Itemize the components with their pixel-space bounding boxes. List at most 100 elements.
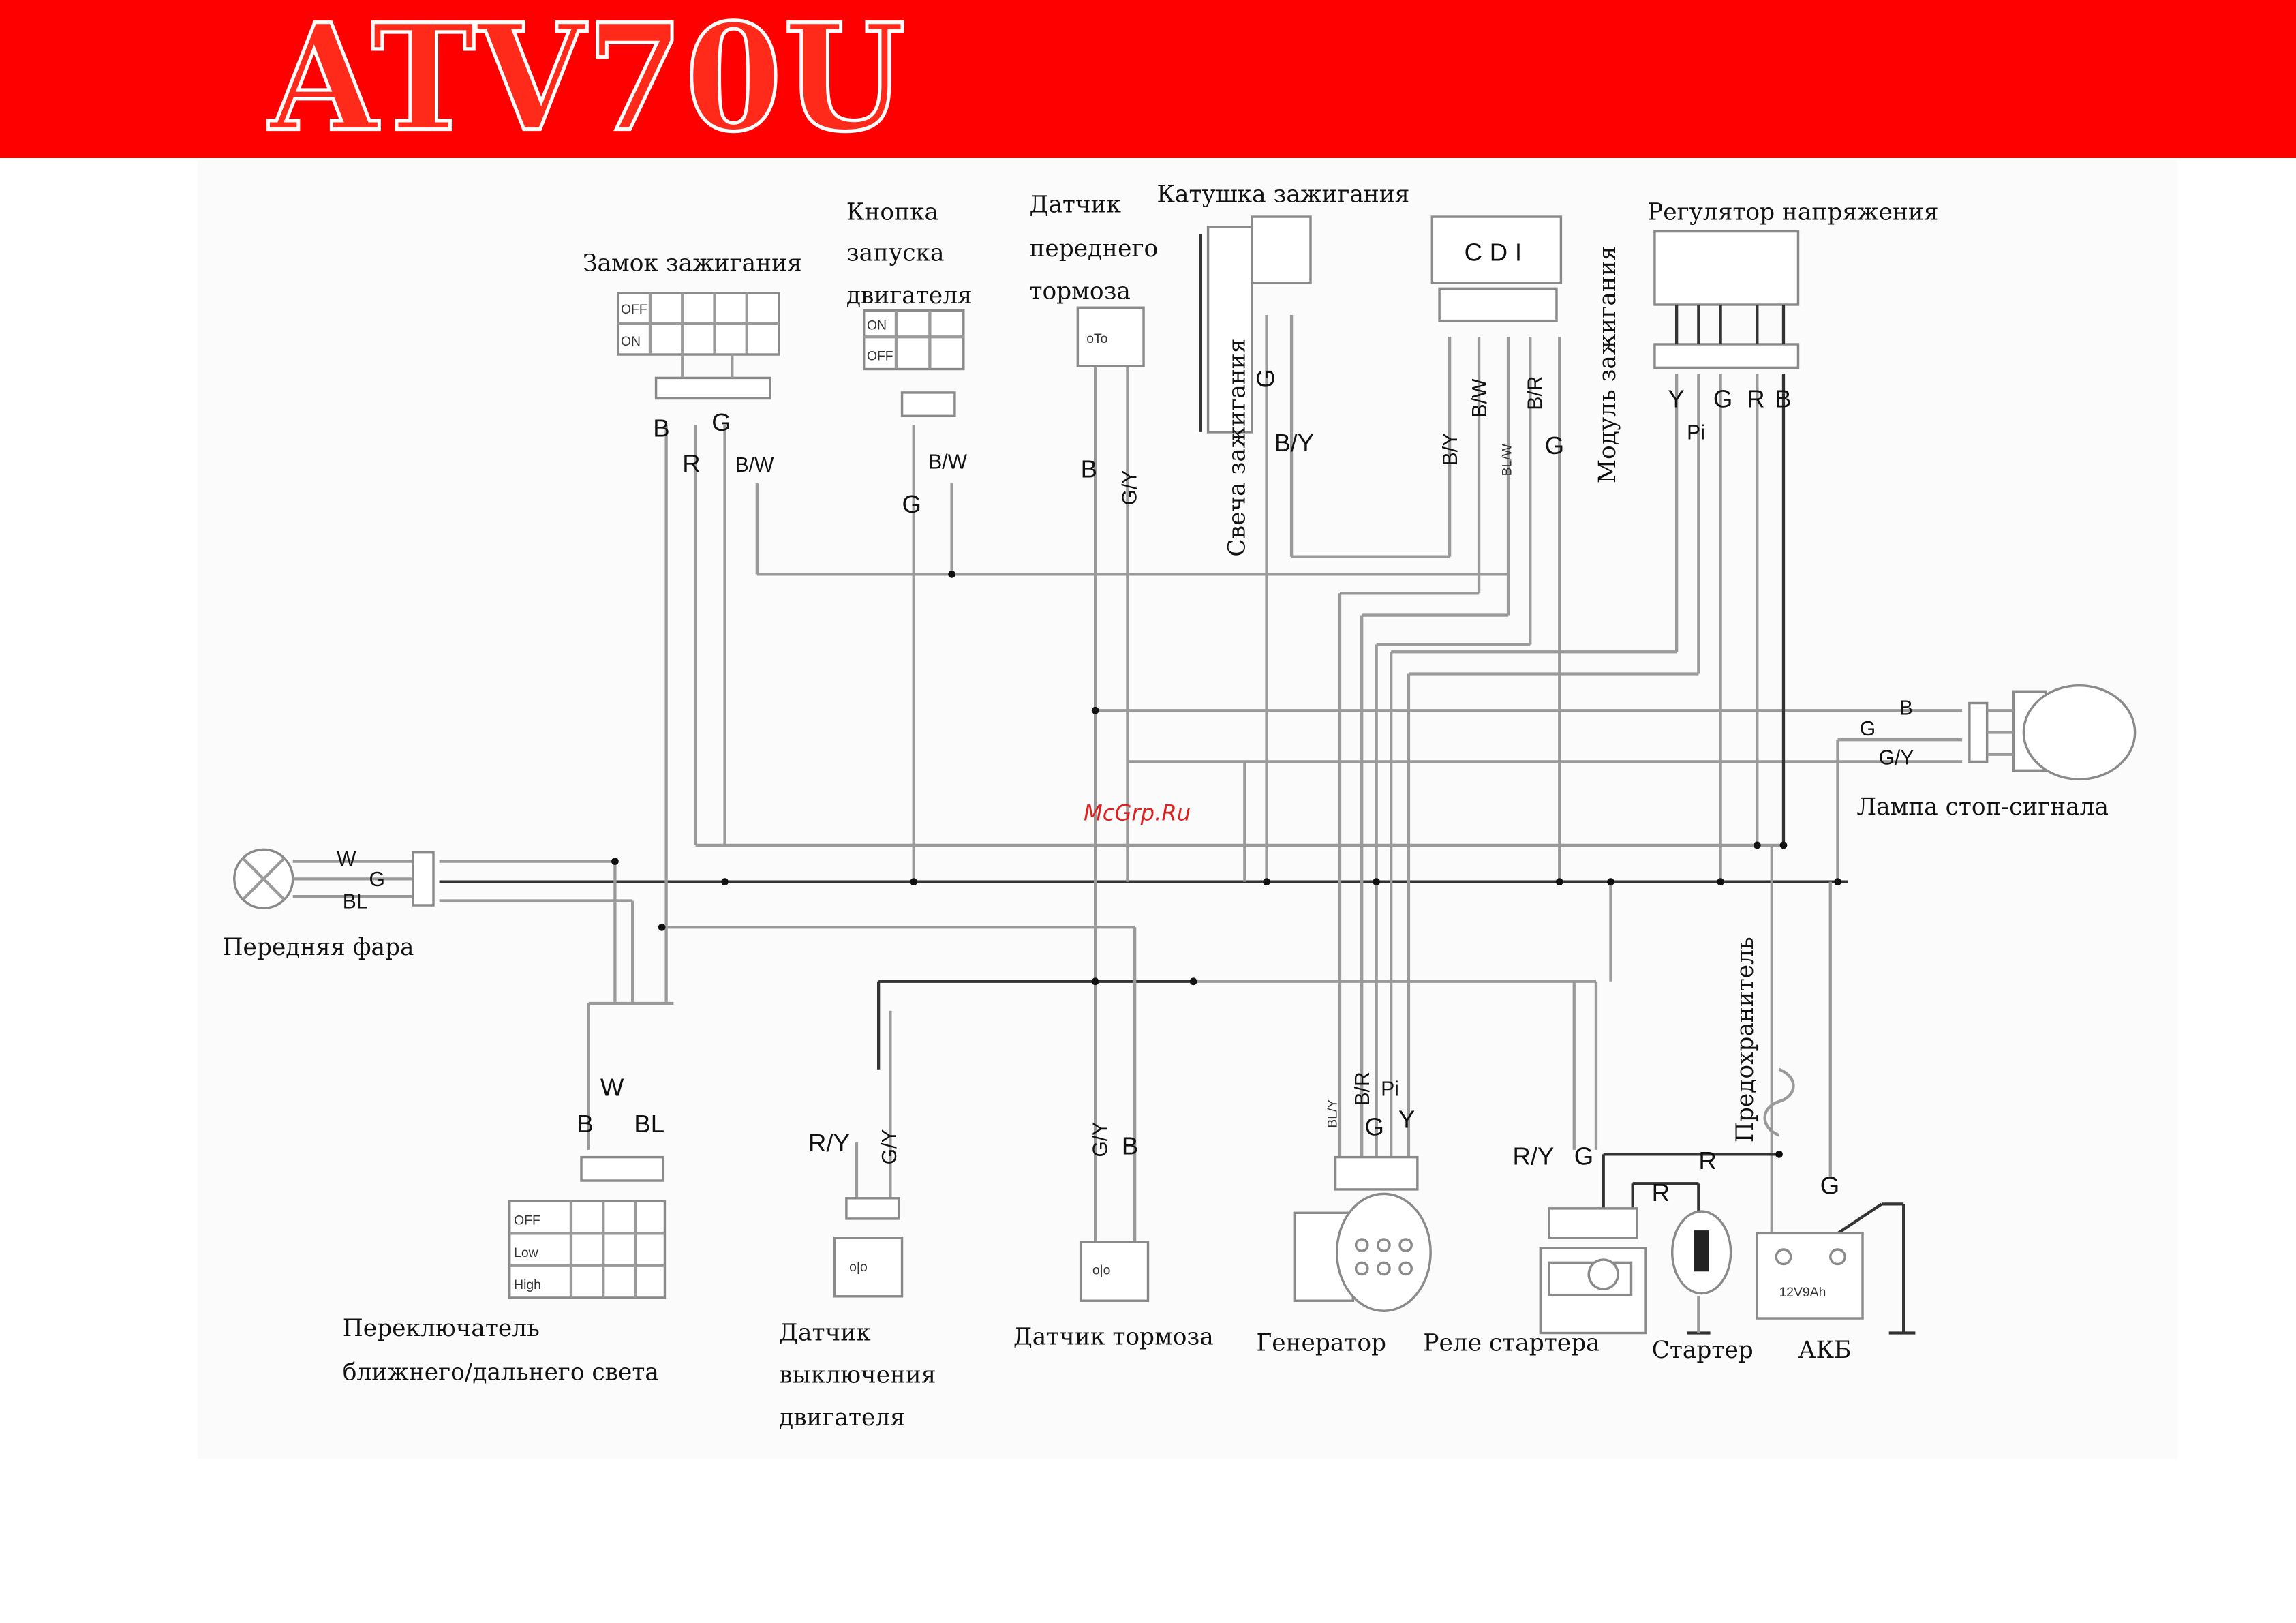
battery-rating: 12V9Ah (1779, 1286, 1826, 1300)
starter-relay-label: Реле стартера (1423, 1329, 1599, 1356)
light-switch-label-1: Переключатель (343, 1315, 540, 1342)
wire-label: B/R (1524, 376, 1546, 410)
headlight-label: Передняя фара (223, 934, 414, 961)
wire-label: B/W (928, 451, 967, 474)
voltage-regulator: Регулятор напряжения Y Pi G R B (1647, 198, 1938, 444)
ignition-lock-label: Замок зажигания (583, 250, 802, 277)
start-button-label-1: Кнопка (846, 198, 938, 226)
wire-label: G (1251, 369, 1279, 388)
wire-label: B (1122, 1132, 1138, 1159)
junction-dots (611, 571, 1841, 1158)
kill-switch-label-3: двигателя (779, 1404, 905, 1431)
wire-label: W (600, 1073, 624, 1101)
brake-light: B G G/Y Лампа стоп-сигнала (1856, 684, 2137, 821)
fuse: Предохранитель (1732, 937, 1795, 1142)
model-title: ATV70U (268, 0, 908, 164)
start-button: Кнопка запуска двигателя ON OFF B/W G (846, 198, 973, 518)
cdi-label: CDI (1465, 239, 1529, 267)
spark-plug-label: Свеча зажигания (1223, 339, 1251, 557)
cdi-module: CDI B/Y B/W BL/W B/R G Модуль зажигания (1430, 215, 1621, 484)
starter-label: Стартер (1652, 1337, 1754, 1364)
fuse-label: Предохранитель (1732, 937, 1759, 1142)
wire-label: Y (1398, 1106, 1415, 1134)
rear-brake-sensor: G/Y B o|o Датчик тормоза (1013, 1122, 1214, 1351)
wire-label: B/Y (1439, 433, 1462, 466)
header-banner: ATV70U (0, 0, 2296, 158)
wire-label: R (1652, 1179, 1670, 1207)
wire-label: G (1574, 1142, 1593, 1170)
wire-label: B (653, 414, 669, 442)
front-brake-label-1: Датчик (1029, 192, 1121, 219)
svg-text:o|o: o|o (849, 1260, 868, 1275)
wire-label: B (1899, 697, 1913, 720)
wire-label: G/Y (878, 1129, 901, 1165)
ignition-coil: Катушка зажигания Свеча зажигания G B/Y (1157, 181, 1409, 557)
watermark: McGrp.Ru (1084, 800, 1191, 825)
generator-label: Генератор (1256, 1329, 1386, 1356)
wire-label: B (1081, 455, 1097, 483)
wire-label: B (1775, 384, 1791, 412)
headlight: W G BL Передняя фара (223, 848, 435, 961)
ignition-lock-row-off: OFF (621, 303, 647, 317)
front-brake-label-2: переднего (1029, 235, 1158, 262)
light-switch-row-low: Low (514, 1246, 538, 1260)
wire-label: G/Y (1089, 1122, 1112, 1157)
wire-label: Pi (1381, 1078, 1399, 1100)
wire-label: G (369, 868, 384, 891)
wire-label: B/R (1351, 1072, 1374, 1106)
wire-label: B (577, 1110, 594, 1138)
ignition-lock: Замок зажигания OFF ON B G R B/W (583, 250, 802, 477)
wire-label: G (1713, 384, 1732, 412)
wire-label: G (1545, 431, 1564, 459)
wire-label: B/W (735, 454, 774, 476)
wire-label: G (1860, 718, 1876, 740)
kill-switch-label-1: Датчик (779, 1319, 871, 1346)
start-button-row-off: OFF (867, 350, 893, 364)
wire-label: BL/W (1500, 443, 1514, 476)
wire-label: G (711, 408, 731, 436)
wire-label: G/Y (1118, 470, 1141, 506)
wire-label: G (902, 490, 921, 518)
ignition-coil-label: Катушка зажигания (1157, 181, 1409, 209)
brake-light-label: Лампа стоп-сигнала (1856, 793, 2109, 821)
kill-switch-label-2: выключения (779, 1362, 936, 1389)
wire-label: BL/Y (1326, 1099, 1341, 1128)
wire-label: R/Y (1513, 1142, 1555, 1170)
starter-motor: Стартер (1652, 1210, 1754, 1364)
light-switch: W B BL OFF Low High Переключатель ближне… (343, 1073, 667, 1386)
ignition-module-label: Модуль зажигания (1594, 246, 1621, 484)
light-switch-row-off: OFF (514, 1213, 540, 1228)
wire-label: R/Y (808, 1129, 850, 1157)
generator: BL/Y B/R Pi G Y Генератор (1256, 1072, 1432, 1356)
wire-label: Y (1668, 384, 1684, 412)
front-brake-label-3: тормоза (1029, 277, 1130, 305)
start-button-label-2: запуска (846, 240, 945, 267)
starter-relay: R/Y G R R Реле стартера (1423, 1142, 1716, 1356)
wire-label: W (337, 848, 356, 870)
front-brake-sensor: Датчик переднего тормоза oTo B G/Y (1029, 192, 1158, 506)
wire-label: B/Y (1274, 429, 1314, 457)
wire-label: Pi (1687, 422, 1705, 444)
wire-label: R (1698, 1147, 1716, 1174)
wire-label: R (1747, 384, 1764, 412)
wire-label: G (1364, 1112, 1383, 1140)
wire-label: B/W (1469, 378, 1491, 417)
wire-label: G/Y (1879, 747, 1914, 770)
battery-label: АКБ (1798, 1337, 1851, 1364)
start-button-label-3: двигателя (846, 282, 973, 309)
battery: G 12V9Ah АКБ (1756, 1171, 1864, 1364)
start-button-row-on: ON (867, 319, 887, 333)
svg-text:oTo: oTo (1086, 332, 1107, 346)
kill-switch: R/Y G/Y o|o Датчик выключения двигателя (779, 1129, 936, 1431)
wire-label: R (682, 449, 700, 477)
light-switch-label-2: ближнего/дальнего света (343, 1359, 659, 1386)
rear-brake-label: Датчик тормоза (1013, 1324, 1214, 1351)
wire-label: BL (343, 890, 368, 913)
svg-text:o|o: o|o (1092, 1264, 1111, 1278)
harness-wires (439, 234, 1963, 1335)
wire-label: BL (634, 1110, 664, 1138)
wire-label: G (1820, 1171, 1839, 1199)
ignition-lock-row-on: ON (621, 335, 641, 349)
regulator-label: Регулятор напряжения (1647, 198, 1938, 226)
